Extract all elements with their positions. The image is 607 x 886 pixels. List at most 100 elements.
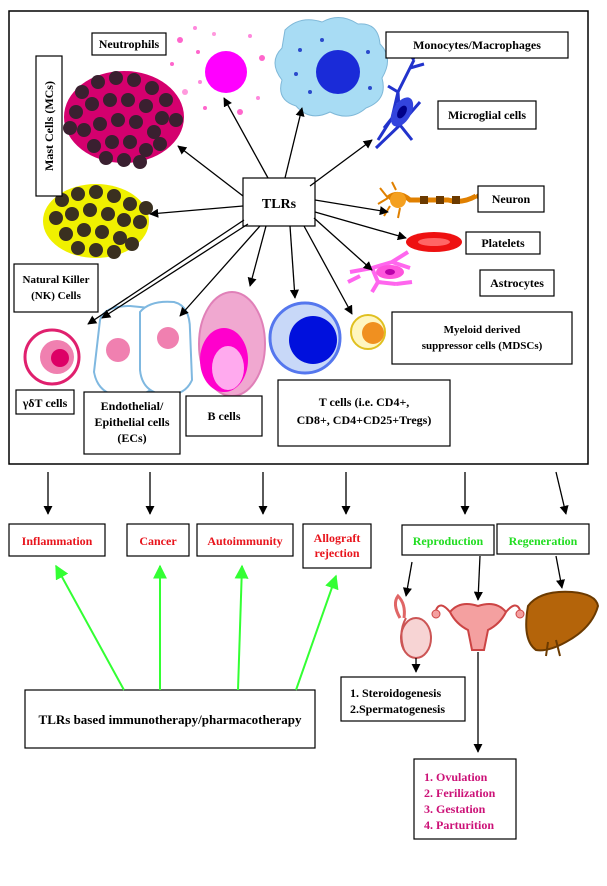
- arrow: [284, 107, 305, 179]
- arrow: [303, 225, 353, 315]
- reproduction-label: Reproduction: [413, 534, 484, 548]
- microglial-label: Microglial cells: [448, 108, 526, 122]
- box-bcells: [185, 395, 263, 437]
- astrocyte-icon: [347, 250, 413, 294]
- arrow: [402, 561, 413, 597]
- granule: [63, 121, 77, 135]
- mdsc-icon: [350, 314, 386, 350]
- granule: [169, 113, 183, 127]
- bcells-label: B cells: [208, 409, 241, 423]
- granule: [123, 135, 137, 149]
- testis-effect: 1. Steroidogenesis: [350, 686, 441, 700]
- arrow: [313, 217, 373, 271]
- arrow: [247, 225, 267, 287]
- testis-effect: 2.Spermatogenesis: [350, 702, 445, 716]
- neutrophils-label: Neutrophils: [99, 37, 160, 51]
- arrow: [555, 471, 569, 515]
- granule: [147, 125, 161, 139]
- granule: [111, 113, 125, 127]
- macrophage-icon: [274, 17, 388, 117]
- monocytes-label: Monocytes/Macrophages: [413, 38, 541, 52]
- box-platelets: [465, 231, 541, 255]
- granule: [99, 151, 113, 165]
- granule: [129, 115, 143, 129]
- arrow: [289, 225, 299, 299]
- mdsc-label-2: suppressor cells (MDSCs): [422, 340, 543, 352]
- box-neutrophils: [91, 32, 167, 56]
- granule: [83, 203, 97, 217]
- granule: [117, 213, 131, 227]
- uterus-icon: [431, 603, 525, 651]
- gdt-label: γδT cells: [22, 396, 68, 410]
- box-mast: [35, 55, 63, 197]
- granule: [87, 139, 101, 153]
- uterus-effect: 3. Gestation: [424, 802, 486, 816]
- granule: [107, 245, 121, 259]
- allograft-label-2: rejection: [314, 546, 359, 560]
- box-tlrs: [242, 177, 316, 227]
- granule: [103, 93, 117, 107]
- therapy-label: TLRs based immunotherapy/pharmacotherapy: [39, 712, 302, 727]
- arrow-green: [55, 564, 125, 691]
- granule: [89, 185, 103, 199]
- arrow: [309, 139, 373, 187]
- uterus-effect: 1. Ovulation: [424, 770, 488, 784]
- box-inflammation: [8, 523, 106, 557]
- box-allograft: [302, 523, 372, 569]
- granule: [77, 223, 91, 237]
- mdsc-label-1: Myeloid derived: [444, 324, 521, 336]
- uterus-effect: 4. Parturition: [424, 818, 494, 832]
- granule: [95, 225, 109, 239]
- autoimmunity-label: Autoimmunity: [207, 534, 282, 548]
- box-mdsc: [391, 311, 573, 365]
- box-regeneration: [496, 523, 590, 555]
- arrow-green: [234, 564, 249, 691]
- box-neuron: [477, 185, 545, 213]
- box-reproduction: [401, 524, 495, 556]
- arrow: [473, 555, 483, 601]
- granule: [127, 73, 141, 87]
- granule: [121, 93, 135, 107]
- granule: [91, 75, 105, 89]
- box-monocytes: [385, 31, 569, 59]
- box-astrocytes: [479, 269, 555, 297]
- endothelial-cell-icon: [92, 300, 194, 398]
- inflammation-label: Inflammation: [22, 534, 93, 548]
- arrow: [179, 225, 261, 317]
- granule: [159, 93, 173, 107]
- granule: [139, 201, 153, 215]
- regeneration-label: Regeneration: [509, 534, 578, 548]
- box-endo: [83, 391, 181, 455]
- granule: [71, 241, 85, 255]
- granule: [49, 211, 63, 225]
- endo-label-3: (ECs): [117, 431, 146, 445]
- arrow: [149, 205, 244, 218]
- neuron-icon: [377, 181, 487, 219]
- granule: [65, 207, 79, 221]
- granule: [123, 197, 137, 211]
- box-nk: [13, 263, 99, 313]
- granule: [113, 231, 127, 245]
- endo-label-2: Epithelial cells: [95, 415, 170, 429]
- gamma-delta-t-cell-icon: [23, 328, 81, 386]
- box-microglial: [437, 100, 537, 130]
- arrow: [223, 97, 269, 179]
- granule: [139, 99, 153, 113]
- platelet-icon: [406, 232, 462, 252]
- granule: [69, 105, 83, 119]
- platelets-label: Platelets: [481, 236, 525, 250]
- mast-label: Mast Cells (MCs): [42, 81, 56, 171]
- granule: [89, 243, 103, 257]
- arrow-green: [295, 574, 339, 691]
- b-cell-icon: [198, 291, 266, 397]
- granule: [109, 71, 123, 85]
- endo-label-1: Endothelial/: [101, 399, 164, 413]
- t-cell-icon: [268, 301, 342, 375]
- granule: [101, 207, 115, 221]
- arrow: [314, 199, 389, 216]
- arrow: [314, 211, 407, 241]
- tcells-label-1: T cells (i.e. CD4+,: [319, 395, 410, 409]
- granule: [59, 227, 73, 241]
- granule: [71, 187, 85, 201]
